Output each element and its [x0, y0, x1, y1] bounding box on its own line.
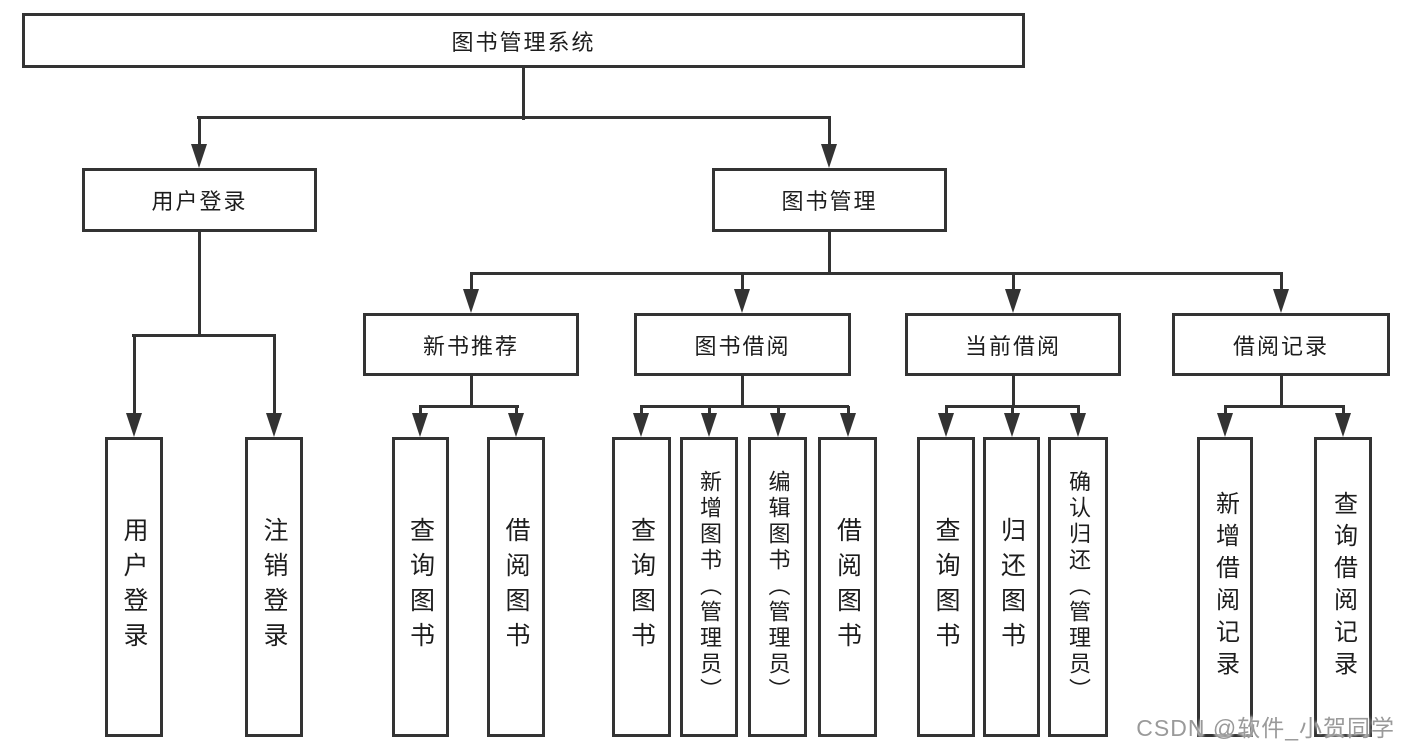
arrow-down-icon	[1005, 289, 1021, 313]
connector-line	[132, 335, 136, 417]
connector-line	[1279, 376, 1283, 408]
leaf-edit-book-admin: 编辑图书（管理员）	[748, 437, 807, 737]
node-book-management: 图书管理	[712, 168, 947, 232]
node-label: 借阅记录	[1232, 333, 1329, 359]
leaf-label: 确认归还（管理员）	[1066, 470, 1091, 704]
arrow-down-icon	[633, 413, 649, 437]
connector-line	[1011, 376, 1015, 408]
node-library-management-system: 图书管理系统	[22, 13, 1025, 68]
node-label: 图书管理	[781, 189, 878, 214]
leaf-query-books: 查询图书	[917, 437, 975, 737]
leaf-add-book-admin: 新增图书（管理员）	[680, 437, 738, 737]
arrow-down-icon	[266, 413, 282, 437]
arrow-down-icon	[191, 144, 207, 168]
leaf-return-books: 归还图书	[983, 437, 1040, 737]
leaf-label: 查询图书	[932, 517, 960, 657]
leaf-borrow-books: 借阅图书	[487, 437, 545, 737]
arrow-down-icon	[126, 413, 142, 437]
connector-line	[469, 272, 1283, 275]
connector-line	[521, 68, 525, 120]
leaf-label: 注销登录	[260, 517, 288, 657]
leaf-query-books: 查询图书	[612, 437, 671, 737]
leaf-query-books: 查询图书	[392, 437, 449, 737]
leaf-label: 用户登录	[120, 517, 148, 657]
connector-line	[1223, 405, 1345, 408]
arrow-down-icon	[1217, 413, 1233, 437]
node-label: 当前借阅	[964, 333, 1061, 359]
node-new-book-recommendation: 新书推荐	[363, 313, 579, 376]
node-label: 新书推荐	[422, 333, 519, 359]
leaf-label: 借阅图书	[833, 517, 862, 657]
leaf-label: 编辑图书（管理员）	[765, 470, 791, 704]
arrow-down-icon	[508, 413, 524, 437]
leaf-label: 查询图书	[406, 517, 435, 657]
arrow-down-icon	[701, 413, 717, 437]
connector-line	[740, 273, 744, 295]
leaf-logout: 注销登录	[245, 437, 303, 737]
arrow-down-icon	[770, 413, 786, 437]
leaf-label: 查询图书	[627, 517, 656, 657]
connector-line	[272, 335, 276, 417]
arrow-down-icon	[1335, 413, 1351, 437]
arrow-down-icon	[1273, 289, 1289, 313]
node-label: 用户登录	[151, 189, 248, 214]
arrow-down-icon	[938, 413, 954, 437]
arrow-down-icon	[734, 289, 750, 313]
leaf-borrow-books: 借阅图书	[818, 437, 877, 737]
arrow-down-icon	[1070, 413, 1086, 437]
node-borrowing-records: 借阅记录	[1172, 313, 1390, 376]
node-current-borrowing: 当前借阅	[905, 313, 1121, 376]
connector-line	[197, 116, 831, 119]
node-label: 图书管理系统	[451, 29, 596, 55]
connector-line	[132, 334, 276, 337]
connector-line	[469, 273, 473, 295]
leaf-label: 查询借阅记录	[1329, 491, 1357, 683]
leaf-add-borrow-record: 新增借阅记录	[1197, 437, 1253, 737]
leaf-label: 归还图书	[997, 517, 1026, 657]
connector-line	[197, 118, 201, 150]
leaf-label: 借阅图书	[502, 517, 530, 657]
connector-line	[1279, 273, 1283, 295]
connector-line	[469, 376, 473, 408]
connector-line	[740, 376, 744, 408]
leaf-query-borrow-record: 查询借阅记录	[1314, 437, 1372, 737]
node-book-borrowing: 图书借阅	[634, 313, 851, 376]
arrow-down-icon	[412, 413, 428, 437]
csdn-watermark: CSDN @软件_小贺同学	[1136, 715, 1395, 741]
node-label: 图书借阅	[694, 333, 791, 359]
arrow-down-icon	[840, 413, 856, 437]
arrow-down-icon	[821, 144, 837, 168]
leaf-label: 新增图书（管理员）	[697, 470, 722, 704]
connector-line	[639, 405, 849, 408]
connector-line	[197, 232, 201, 337]
leaf-confirm-return-admin: 确认归还（管理员）	[1048, 437, 1108, 737]
connector-line	[418, 405, 519, 408]
leaf-label: 新增借阅记录	[1211, 491, 1239, 683]
node-user-login: 用户登录	[82, 168, 317, 232]
arrow-down-icon	[1004, 413, 1020, 437]
connector-line	[827, 118, 831, 150]
arrow-down-icon	[463, 289, 479, 313]
connector-line	[1011, 273, 1015, 295]
connector-line	[827, 232, 831, 275]
leaf-user-login: 用户登录	[105, 437, 163, 737]
